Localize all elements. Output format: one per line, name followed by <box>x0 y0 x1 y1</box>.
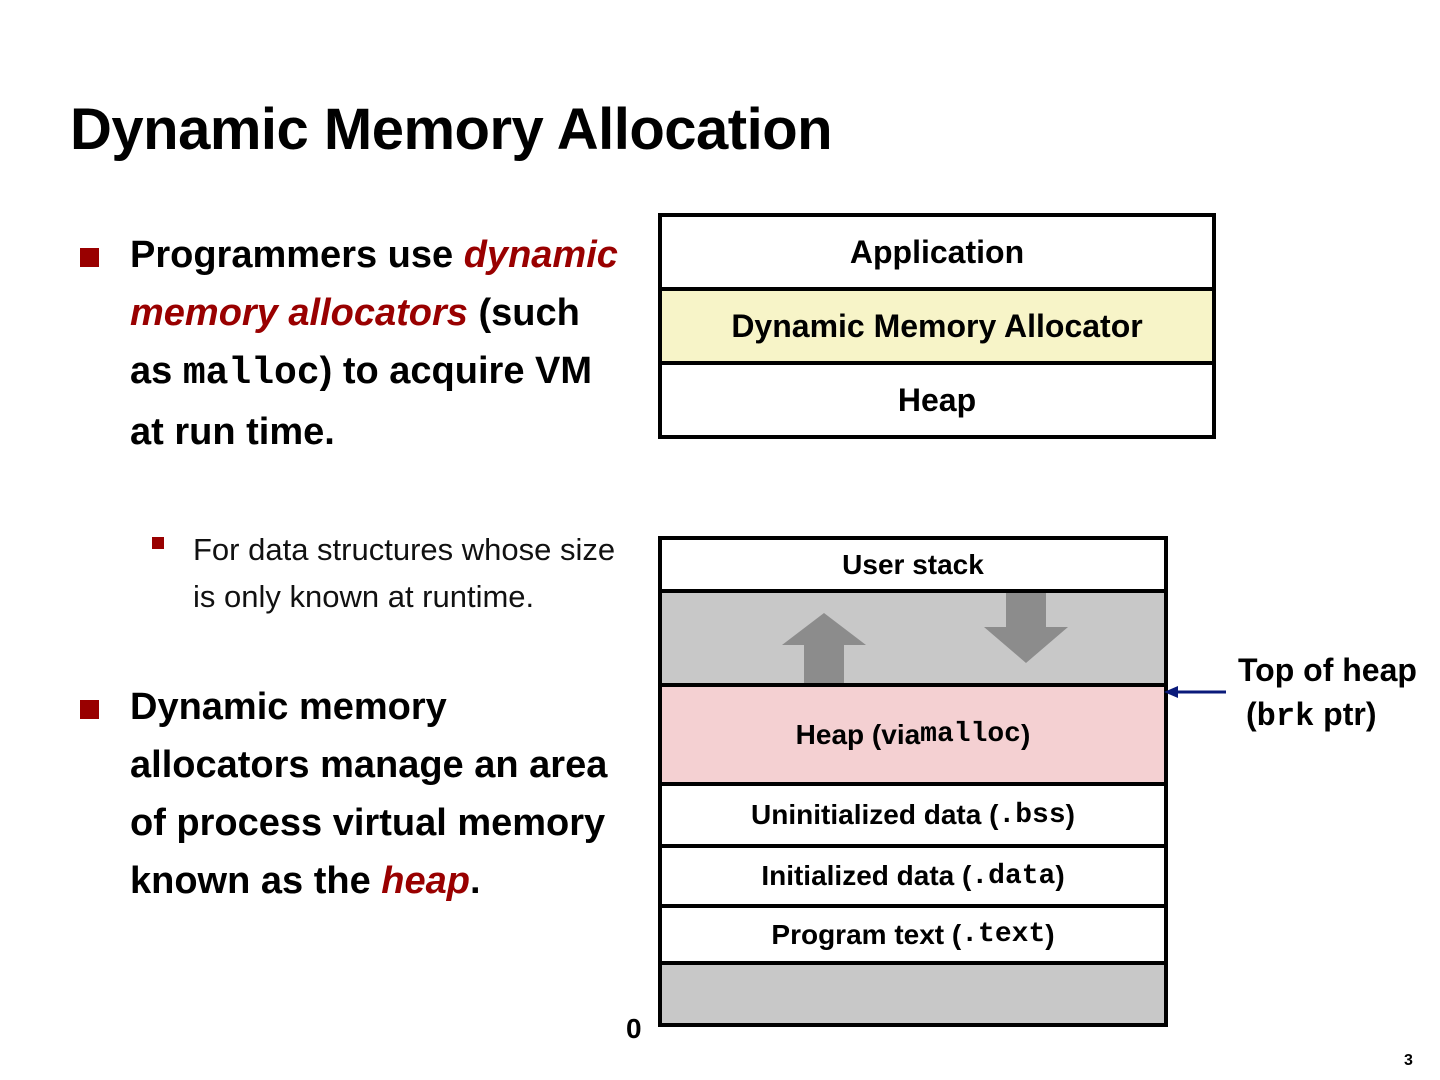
segment-label: ) <box>1021 718 1031 750</box>
segment-data: Initialized data (.data) <box>662 844 1164 904</box>
sub-bullet-text: For data structures whose size is only k… <box>193 532 616 614</box>
bullet-programmers-use-allocators: Programmers use dynamic memory allocator… <box>80 226 630 461</box>
layer-application: Application <box>849 233 1025 270</box>
layer-diagram: Application Dynamic Memory Allocator Hea… <box>658 213 1216 439</box>
brk-annotation: Top of heap (brk ptr) <box>1238 648 1417 739</box>
segment-label: Initialized data ( <box>761 860 972 891</box>
segment-label: ) <box>1065 799 1075 830</box>
bullet-square-icon <box>80 700 99 719</box>
emphasis-term: heap <box>381 860 470 902</box>
segment-unused-gap <box>662 589 1164 683</box>
memory-layout-diagram: User stack Heap (via malloc) Uninitializ… <box>658 536 1168 1027</box>
code-term: .text <box>961 919 1046 950</box>
page-number: 3 <box>1404 1052 1413 1069</box>
sub-bullet-square-icon <box>152 537 164 549</box>
segment-reserved-bottom <box>662 961 1164 1023</box>
segment-heap: Heap (via malloc) <box>662 683 1164 782</box>
segment-label: Heap (via <box>795 718 921 750</box>
brk-annotation-line2: (brk ptr) <box>1238 692 1417 739</box>
bullet-allocators-manage-heap: Dynamic memory allocators manage an area… <box>80 678 630 910</box>
heap-growth-up-arrow-icon <box>782 613 866 683</box>
brk-ptr-text: ptr) <box>1314 696 1377 732</box>
code-term: .data <box>971 860 1056 892</box>
layer-heap: Heap <box>662 361 1212 435</box>
segment-label: Program text ( <box>771 918 962 950</box>
bullet-text: (such as <box>130 292 580 392</box>
segment-label: User stack <box>842 548 984 580</box>
bullet-text: Programmers use <box>130 234 464 276</box>
bullet-text: ) to acquire VM at run time. <box>130 350 593 453</box>
bullet-text: . <box>469 860 481 902</box>
code-term: malloc <box>182 352 320 395</box>
emphasis-term: dynamic memory allocators <box>130 234 618 334</box>
code-term: malloc <box>920 719 1021 750</box>
slide-title: Dynamic Memory Allocation <box>70 97 833 162</box>
segment-label: ) <box>1045 918 1055 950</box>
code-term: brk <box>1256 698 1315 735</box>
brk-paren: ( <box>1246 696 1257 732</box>
segment-bss: Uninitialized data (.bss) <box>662 782 1164 844</box>
segment-label: ) <box>1055 860 1065 891</box>
sub-bullet-runtime-size: For data structures whose size is only k… <box>152 526 633 620</box>
layer-dynamic-memory-allocator: Dynamic Memory Allocator <box>662 287 1212 361</box>
segment-user-stack: User stack <box>662 540 1164 589</box>
bullet-text: Dynamic memory allocators manage an area… <box>130 686 608 902</box>
brk-annotation-line1: Top of heap <box>1238 652 1417 688</box>
code-term: .bss <box>998 799 1066 831</box>
address-zero-label: 0 <box>626 1013 642 1044</box>
brk-pointer-arrow-icon <box>1164 686 1226 698</box>
segment-text: Program text (.text) <box>662 904 1164 961</box>
bullet-square-icon <box>80 248 99 267</box>
segment-label: Uninitialized data ( <box>751 799 999 830</box>
stack-growth-down-arrow-icon <box>984 593 1068 663</box>
